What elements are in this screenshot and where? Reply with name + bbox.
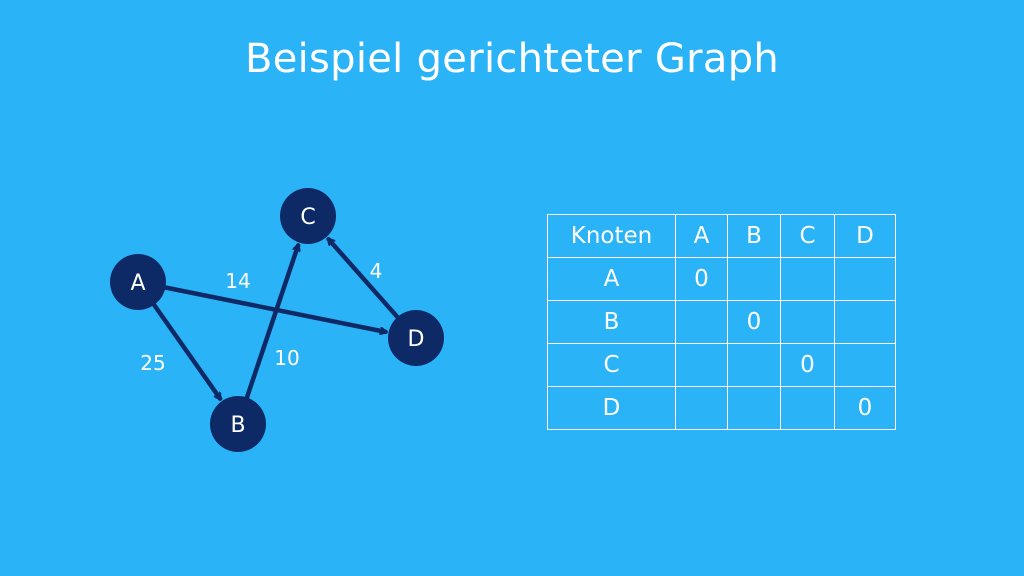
node-c: C <box>280 188 336 244</box>
header-cell-a: A <box>675 214 728 258</box>
cell-b-c <box>780 300 835 344</box>
edge-weight-a-d: 14 <box>225 269 250 293</box>
edge-a-b-arrow <box>150 301 223 398</box>
cell-a-c <box>780 257 835 301</box>
row-label-b: B <box>547 300 676 344</box>
cell-b-b: 0 <box>727 300 781 344</box>
row-label-c: C <box>547 343 676 387</box>
cell-c-a <box>675 343 728 387</box>
node-d: D <box>388 310 444 366</box>
cell-d-d: 0 <box>834 386 896 430</box>
table-row: B 0 <box>547 300 896 344</box>
cell-c-c: 0 <box>780 343 835 387</box>
cell-a-b <box>727 257 781 301</box>
table-row: C 0 <box>547 343 896 387</box>
table-header-row: Knoten A B C D <box>547 214 896 258</box>
edge-d-c-arrow <box>326 239 402 321</box>
cell-c-b <box>727 343 781 387</box>
edge-weight-a-b: 25 <box>140 351 165 375</box>
cell-b-d <box>834 300 896 344</box>
row-label-d: D <box>547 386 676 430</box>
header-cell-b: B <box>727 214 781 258</box>
edge-b-c-arrow <box>244 245 298 402</box>
node-d-circle <box>388 310 444 366</box>
cell-d-c <box>780 386 835 430</box>
nodes-layer: A B C D <box>110 188 444 452</box>
edge-weight-b-c: 10 <box>274 346 299 370</box>
node-b-label: B <box>230 413 245 438</box>
header-cell-c: C <box>780 214 835 258</box>
cell-b-a <box>675 300 728 344</box>
node-b: B <box>210 396 266 452</box>
edge-weights-layer: 14 25 10 4 <box>140 259 382 375</box>
header-cell-knoten: Knoten <box>547 214 676 258</box>
header-cell-d: D <box>834 214 896 258</box>
node-a: A <box>110 254 166 310</box>
table-row: D 0 <box>547 386 896 430</box>
cell-a-d <box>834 257 896 301</box>
edges-layer <box>150 239 402 402</box>
adjacency-matrix-table: Knoten A B C D A 0 B 0 C 0 D <box>547 214 896 430</box>
cell-d-a <box>675 386 728 430</box>
node-b-circle <box>210 396 266 452</box>
cell-d-b <box>727 386 781 430</box>
node-c-label: C <box>300 205 315 230</box>
cell-c-d <box>834 343 896 387</box>
node-a-circle <box>110 254 166 310</box>
page-title: Beispiel gerichteter Graph <box>244 36 780 82</box>
node-a-label: A <box>130 271 145 296</box>
table-row: A 0 <box>547 257 896 301</box>
node-c-circle <box>280 188 336 244</box>
row-label-a: A <box>547 257 676 301</box>
node-d-label: D <box>408 327 425 352</box>
edge-weight-d-c: 4 <box>370 259 383 283</box>
cell-a-a: 0 <box>675 257 728 301</box>
directed-graph: 14 25 10 4 A B C D <box>110 188 444 452</box>
